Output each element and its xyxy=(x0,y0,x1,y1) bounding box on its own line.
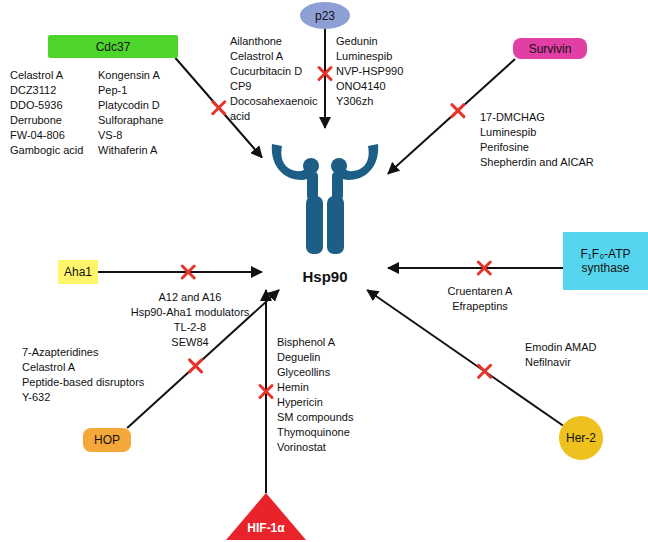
enzyme-box: F₁F₀-ATP synthase xyxy=(563,232,648,290)
inhibitor-label: Perifosine xyxy=(480,140,529,155)
inhibitor-label: SM compounds xyxy=(277,410,353,425)
inhibitor-label: Peptide-based disruptors xyxy=(22,375,144,390)
inhibition-arrow xyxy=(319,29,331,128)
inhibitor-label: Gedunin xyxy=(336,34,378,49)
inhibitor-label: VS-8 xyxy=(98,128,122,143)
inhibitor-label: CP9 xyxy=(230,79,318,94)
inhibitor-label: Cruentaren A xyxy=(430,284,530,299)
inhibitor-label: TL-2-8 xyxy=(120,320,260,335)
arrow-line xyxy=(98,271,262,273)
inhibitor-label: Y-632 xyxy=(22,390,50,405)
hsp90-node: Hsp90 xyxy=(262,128,388,290)
block-cross xyxy=(452,105,464,117)
inhibitor-label: Sulforaphane xyxy=(98,113,163,128)
node-label: Her-2 xyxy=(566,431,596,445)
block-cross xyxy=(319,68,331,80)
block-cross xyxy=(190,360,202,372)
inhibitor-label: Glyceollins xyxy=(277,365,330,380)
inhibitor-label: FW-04-806 xyxy=(10,128,65,143)
node-label: Survivin xyxy=(529,42,572,56)
inhibitor-label: Platycodin D xyxy=(98,98,160,113)
inhibitor-label: Deguelin xyxy=(277,350,320,365)
inhibitor-label: ONO4140 xyxy=(336,79,386,94)
hsp90-dimer-icon xyxy=(268,130,382,258)
inhibitor-label: Celastrol A xyxy=(10,68,63,83)
inhibitor-label: Hemin xyxy=(277,380,309,395)
inhibitor-label: Gambogic acid xyxy=(10,143,83,158)
inhibitor-label: Derrubone xyxy=(10,113,62,128)
inhibitor-label: Y306zh xyxy=(336,94,373,109)
inhibitor-label: Nefilnavir xyxy=(525,355,571,370)
inhibitor-label: Celastrol A xyxy=(230,49,318,64)
inhibitor-label: Cucurbitacin D xyxy=(230,64,318,79)
inhibitor-label: Shepherdin and AICAR xyxy=(480,155,594,170)
cochaperone-box: HOP xyxy=(83,428,131,452)
inhibition-arrow xyxy=(388,262,563,274)
inhibitor-label: Withaferin A xyxy=(98,143,157,158)
node-label: HOP xyxy=(94,433,120,447)
block-cross xyxy=(182,266,194,278)
inhibitor-label: DDO-5936 xyxy=(10,98,63,113)
inhibitor-label: Pep-1 xyxy=(98,83,127,98)
cochaperone-ellipse: p23 xyxy=(300,2,350,29)
inhibitor-label: NVP-HSP990 xyxy=(336,64,403,79)
client-circle: Her-2 xyxy=(559,416,603,460)
client-box: Survivin xyxy=(513,38,587,59)
inhibitor-label: Ailanthone xyxy=(230,34,318,49)
inhibitor-label: A12 and A16 xyxy=(120,290,260,305)
inhibition-arrow xyxy=(260,290,272,493)
inhibitor-label: Efrapeptins xyxy=(430,299,530,314)
node-label: Cdc37 xyxy=(96,40,131,54)
inhibitor-label: Luminespib xyxy=(336,49,392,64)
node-label: HIF-1α xyxy=(247,521,284,535)
arrow-line xyxy=(324,29,326,128)
inhibitor-label: DCZ3112 xyxy=(10,83,56,98)
inhibitor-label: SEW84 xyxy=(120,335,260,350)
cochaperone-box: Cdc37 xyxy=(48,35,178,58)
block-cross xyxy=(479,365,491,377)
inhibitor-label: Hypericin xyxy=(277,395,323,410)
node-label: F₁F₀-ATP synthase xyxy=(563,247,648,275)
node-label: Aha1 xyxy=(64,265,92,279)
inhibitor-label: Luminespib xyxy=(480,125,536,140)
node-label: p23 xyxy=(315,9,335,23)
inhibitor-label: Docosahexaenoic acid xyxy=(230,94,318,124)
inhibitor-label: Bisphenol A xyxy=(277,335,335,350)
cochaperone-box: Aha1 xyxy=(58,260,98,284)
block-cross xyxy=(260,386,272,398)
inhibitor-label: Vorinostat xyxy=(277,440,326,455)
client-triangle: HIF-1α xyxy=(226,493,306,540)
node-label: Hsp90 xyxy=(302,268,347,286)
inhibitor-label: 17-DMCHAG xyxy=(480,110,545,125)
inhibitor-label: Hsp90-Aha1 modulators xyxy=(120,305,260,320)
inhibition-arrow xyxy=(98,266,262,278)
inhibitor-label: Thymoquinone xyxy=(277,425,350,440)
inhibitor-label: Emodin AMAD xyxy=(525,340,597,355)
block-cross xyxy=(478,262,490,274)
inhibitor-label: 7-Azapteridines xyxy=(22,345,98,360)
inhibitor-label: Celastrol A xyxy=(22,360,75,375)
inhibitor-label: Kongensin A xyxy=(98,68,160,83)
arrow-line xyxy=(388,267,563,269)
block-cross xyxy=(213,102,225,114)
